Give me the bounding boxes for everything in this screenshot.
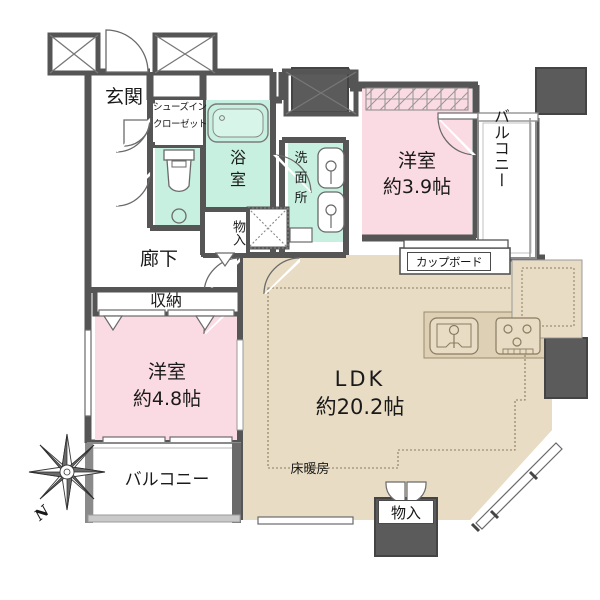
toilet-icon: [163, 149, 195, 224]
ldk-floor-fill: [240, 255, 552, 520]
kitchen-sink-icon: [429, 317, 479, 355]
closet-doors: [92, 287, 243, 332]
cupboard-box: [399, 247, 511, 275]
vanity-basin-icon: [317, 147, 345, 189]
balcony-east: [477, 112, 539, 259]
bathtub-icon: [207, 103, 269, 143]
windows: [84, 87, 563, 533]
washing-machine-icon: [317, 191, 345, 233]
shoes-closet-fill: [155, 100, 203, 145]
floor-heating-outline: [267, 287, 526, 469]
gas-stove-icon: [495, 317, 541, 355]
compass-rose: [28, 433, 106, 511]
shaft-boxes: [47, 32, 588, 399]
cupboard-shelf: [403, 239, 509, 249]
bedroom-west-fill: [95, 298, 240, 443]
storage-upper: [201, 208, 250, 268]
balcony-west: [85, 442, 241, 523]
washroom-door-slot: [289, 227, 313, 243]
